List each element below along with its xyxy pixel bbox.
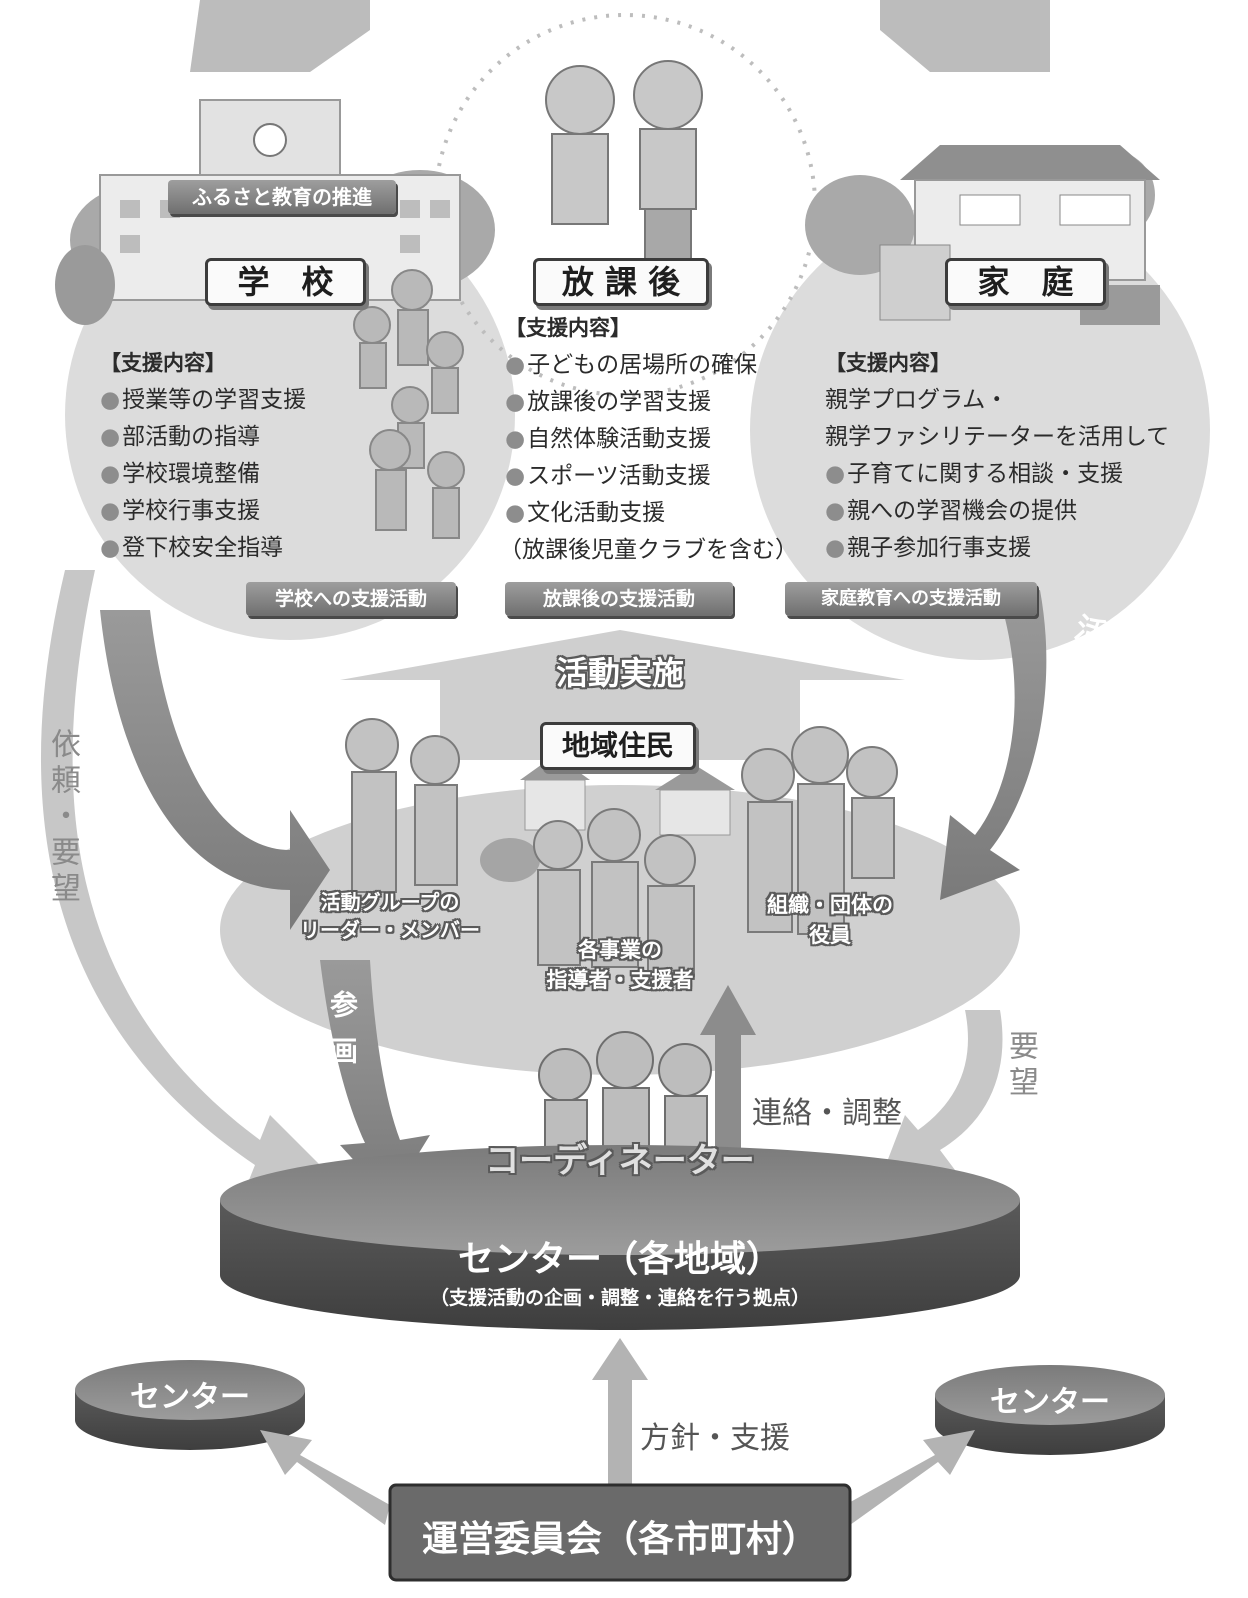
group-label-line: リーダー・メンバー	[300, 918, 480, 942]
policy-arrow	[592, 1338, 648, 1500]
activity-arrow	[340, 630, 905, 760]
center-plate	[220, 1145, 1020, 1330]
school-item: 学校環境整備	[100, 456, 360, 493]
leaders-label: 各事業の 指導者・支援者	[520, 935, 720, 995]
plan-arrow	[320, 960, 430, 1200]
request-left-label: 依頼・要望	[45, 728, 80, 908]
center-title: センター（各地域）	[457, 1239, 782, 1280]
liaison-label: 連絡・調整	[752, 1096, 902, 1131]
orgs-label: 組織・団体の 役員	[750, 890, 910, 950]
liaison-arrow	[700, 985, 756, 1165]
afterschool-support-tag: 放課後の支援活動	[505, 582, 733, 616]
school-item: 授業等の学習支援	[100, 382, 360, 419]
home-intro-line: 親学ファシリテーターを活用して	[825, 424, 1170, 450]
home-intro-line: 親学プログラム・	[825, 387, 1009, 413]
afterschool-note: （放課後児童クラブを含む）	[499, 537, 798, 563]
schoolchildren-illustration	[353, 269, 465, 539]
return-arrow	[100, 610, 330, 930]
afterschool-kids-illustration	[545, 60, 703, 260]
home-support-heading: 【支援内容】	[825, 351, 951, 375]
afterschool-item: スポーツ活動支援	[505, 458, 815, 495]
afterschool-item: 放課後の学習支援	[505, 384, 815, 421]
school-support-list: 【支援内容】 授業等の学習支援 部活動の指導 学校環境整備 学校行事支援 登下校…	[100, 345, 360, 567]
home-title: 家 庭	[945, 258, 1106, 306]
top-right-arrow	[880, 0, 1050, 72]
top-left-arrow	[190, 0, 370, 72]
request-right-label: 要望	[1003, 1030, 1038, 1102]
afterschool-item: 自然体験活動支援	[505, 421, 815, 458]
group-label-line: 活動グループの	[320, 890, 460, 914]
home-support-list: 【支援内容】 親学プログラム・ 親学ファシリテーターを活用して 子育てに関する相…	[825, 345, 1205, 567]
home-item: 親への学習機会の提供	[825, 493, 1205, 530]
afterschool-support-heading: 【支援内容】	[505, 316, 631, 340]
right-satellite-label: センター	[990, 1385, 1110, 1420]
coordinator-label: コーディネーター	[485, 1141, 755, 1181]
afterschool-item: 文化活動支援	[505, 495, 815, 532]
center-subtitle: （支援活動の企画・調整・連絡を行う拠点）	[429, 1287, 810, 1309]
committee-box	[388, 1483, 852, 1582]
town-illustration	[480, 755, 735, 882]
leaders-label-line: 各事業の	[578, 938, 662, 962]
home-item: 子育てに関する相談・支援	[825, 456, 1205, 493]
orgs-label-line: 役員	[809, 923, 851, 947]
orgs-label-line: 組織・団体の	[767, 893, 893, 917]
school-banner: ふるさと教育の推進	[168, 180, 396, 214]
activity-label: 活動実施	[555, 654, 684, 692]
community-title: 地域住民	[540, 722, 696, 770]
policy-label: 方針・支援	[640, 1421, 790, 1456]
school-item: 学校行事支援	[100, 493, 360, 530]
afterschool-title: 放 課 後	[533, 258, 709, 306]
request-left-arrow	[40, 570, 331, 1190]
plan-label: 参画	[326, 990, 359, 1082]
right-satellite-plate	[935, 1365, 1165, 1455]
group-label: 活動グループの リーダー・メンバー	[280, 888, 500, 944]
school-title: 学 校	[205, 258, 366, 306]
request-right-arrow	[880, 1010, 1003, 1180]
school-item: 登下校安全指導	[100, 530, 360, 567]
committee-label: 運営委員会（各市町村）	[421, 1519, 818, 1560]
right-branch-arrow	[845, 1430, 975, 1525]
left-satellite-label: センター	[130, 1380, 250, 1415]
residents-illustration	[345, 718, 898, 977]
school-support-heading: 【支援内容】	[100, 351, 226, 375]
left-satellite-plate	[75, 1360, 305, 1450]
afterschool-item: 子どもの居場所の確保	[505, 347, 815, 384]
school-item: 部活動の指導	[100, 419, 360, 456]
afterschool-support-list: 【支援内容】 子どもの居場所の確保 放課後の学習支援 自然体験活動支援 スポーツ…	[499, 310, 815, 569]
home-support-tag: 家庭教育への支援活動	[785, 582, 1037, 616]
home-item: 親子参加行事支援	[825, 530, 1205, 567]
participation-arrow	[940, 590, 1047, 900]
leaders-label-line: 指導者・支援者	[546, 968, 694, 992]
school-support-tag: 学校への支援活動	[246, 582, 456, 616]
left-branch-arrow	[260, 1430, 390, 1525]
